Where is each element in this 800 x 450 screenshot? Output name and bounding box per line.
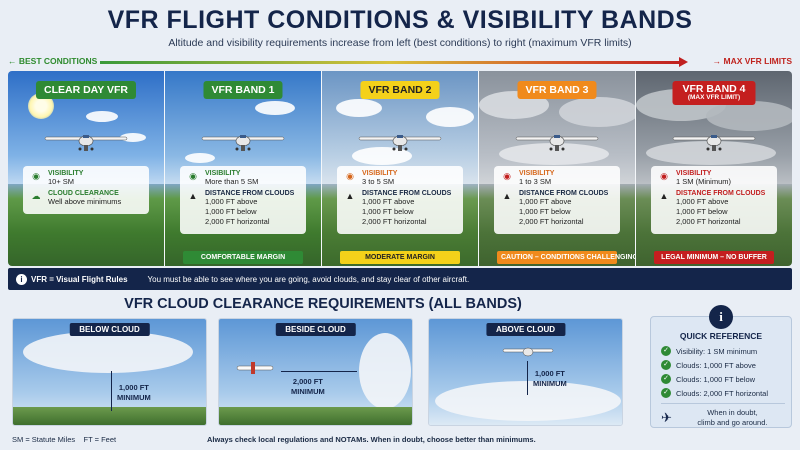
footer-note: Always check local regulations and NOTAM…: [207, 435, 536, 444]
panel-label: BELOW CLOUD: [69, 323, 150, 336]
airplane-icon: [201, 135, 285, 151]
cloud-icon: [352, 147, 412, 165]
band-sublabel: (MAX VFR LIMIT): [687, 94, 741, 102]
airplane-icon: [515, 135, 599, 151]
clearance-section-title: VFR CLOUD CLEARANCE REQUIREMENTS (ALL BA…: [124, 296, 522, 312]
panel-label: ABOVE CLOUD: [485, 323, 566, 336]
cloud-clearance-icon: ☁: [31, 191, 41, 201]
band-clear-day: CLEAR DAY VFR ◉ VISIBILITY 10+ SM ☁ CLOU…: [8, 71, 165, 266]
check-icon: ✓: [661, 360, 671, 370]
band-status-tag: COMFORTABLE MARGIN: [183, 251, 303, 264]
cloud-icon: [86, 111, 118, 122]
cloud-icon: [435, 381, 621, 421]
distance-label: 1,000 FT MINIMUM: [117, 383, 151, 402]
cloud-icon: [185, 153, 215, 163]
doubt-advice: ✈ When in doubt, climb and go around.: [661, 403, 785, 428]
band-label: VFR BAND 4 (MAX VFR LIMIT): [672, 81, 756, 105]
conditions-scale: ← BEST CONDITIONS → MAX VFR LIMITS: [8, 56, 792, 68]
band-info-card: ◉ VISIBILITY 10+ SM ☁ CLOUD CLEARANCE We…: [23, 166, 149, 214]
distance-arrow: [111, 371, 112, 411]
units-legend: SM = Statute Miles FT = Feet: [12, 435, 117, 444]
band-label: VFR BAND 1: [203, 81, 283, 99]
cloud-icon: [23, 331, 193, 373]
airplane-icon: [236, 362, 274, 374]
quick-reference: i QUICK REFERENCE ✓Visibility: 1 SM mini…: [650, 305, 792, 428]
vfr-definition: VFR = Visual Flight Rules: [31, 274, 128, 284]
visibility-value: 3 to 5 SM: [362, 177, 395, 186]
panel-below-cloud: BELOW CLOUD 1,000 FT MINIMUM: [12, 318, 207, 426]
check-icon: ✓: [661, 346, 671, 356]
band-vfr-2: VFR BAND 2 ◉ VISIBILITY 3 to 5 SM ▲ DIST…: [322, 71, 479, 266]
info-icon: i: [16, 273, 27, 285]
list-item: ✓Clouds: 1,000 FT above: [661, 360, 768, 370]
visibility-value: More than 5 SM: [205, 177, 259, 186]
band-info-card: ◉ VISIBILITY 3 to 5 SM ▲ DISTANCE FROM C…: [337, 166, 463, 234]
list-item: ✓Clouds: 1,000 FT below: [661, 374, 768, 384]
list-item: ✓Clouds: 2,000 FT horizontal: [661, 388, 768, 398]
band-status-tag: LEGAL MINIMUM – NO BUFFER: [654, 251, 774, 264]
visibility-value: 10+ SM: [48, 177, 75, 186]
cloud-distance-icon: ▲: [502, 191, 512, 201]
visibility-value: 1 to 3 SM: [519, 177, 552, 186]
band-label: CLEAR DAY VFR: [35, 81, 137, 99]
airplane-icon: [358, 135, 442, 151]
distance-arrow: [527, 361, 528, 395]
airplane-icon: [502, 347, 554, 357]
cloud-icon: [359, 333, 411, 409]
quick-reference-list: ✓Visibility: 1 SM minimum ✓Clouds: 1,000…: [661, 346, 768, 402]
distance-label: 1,000 FT MINIMUM: [533, 369, 567, 388]
panel-label: BESIDE CLOUD: [275, 323, 356, 336]
panel-above-cloud: ABOVE CLOUD 1,000 FT MINIMUM: [428, 318, 623, 426]
cloud-icon: [426, 107, 474, 127]
check-icon: ✓: [661, 388, 671, 398]
airplane-icon: [44, 135, 128, 151]
eye-icon: ◉: [32, 171, 40, 181]
vfr-explanation: You must be able to see where you are go…: [147, 274, 470, 284]
best-conditions-label: ← BEST CONDITIONS: [8, 56, 98, 66]
quick-reference-title: QUICK REFERENCE: [679, 331, 763, 341]
band-label: VFR BAND 2: [360, 81, 440, 99]
vfr-definition-strip: i VFR = Visual Flight Rules You must be a…: [8, 268, 792, 290]
scale-gradient-bar: [100, 61, 680, 64]
band-info-card: ◉ VISIBILITY 1 to 3 SM ▲ DISTANCE FROM C…: [494, 166, 620, 234]
band-vfr-3: VFR BAND 3 ◉ VISIBILITY 1 to 3 SM ▲ DIST…: [479, 71, 636, 266]
clearance-value: Well above minimums: [48, 197, 122, 206]
band-status-tag: CAUTION – CONDITIONS CHALLENGING: [497, 251, 635, 264]
band-info-card: ◉ VISIBILITY More than 5 SM ▲ DISTANCE F…: [180, 166, 306, 234]
eye-icon: ◉: [660, 171, 668, 181]
eye-icon: ◉: [189, 171, 197, 181]
band-vfr-4: VFR BAND 4 (MAX VFR LIMIT) ◉ VISIBILITY …: [636, 71, 792, 266]
cloud-icon: [499, 143, 609, 165]
cloud-icon: [706, 101, 792, 131]
distance-label: 2,000 FT MINIMUM: [291, 377, 325, 396]
band-vfr-1: VFR BAND 1 ◉ VISIBILITY More than 5 SM ▲…: [165, 71, 322, 266]
band-label: VFR BAND 3: [517, 81, 597, 99]
info-icon: i: [709, 305, 733, 329]
eye-icon: ◉: [346, 171, 354, 181]
cloud-distance-icon: ▲: [659, 191, 669, 201]
arrow-right-icon: [679, 57, 688, 67]
page-subtitle: Altitude and visibility requirements inc…: [168, 37, 632, 49]
cloud-distance-icon: ▲: [345, 191, 355, 201]
page-title: VFR FLIGHT CONDITIONS & VISIBILITY BANDS: [107, 6, 693, 34]
check-icon: ✓: [661, 374, 671, 384]
band-status-tag: MODERATE MARGIN: [340, 251, 460, 264]
cloud-icon: [336, 99, 382, 117]
visibility-bands: CLEAR DAY VFR ◉ VISIBILITY 10+ SM ☁ CLOU…: [8, 71, 792, 266]
panel-beside-cloud: BESIDE CLOUD 2,000 FT MINIMUM: [218, 318, 413, 426]
cloud-icon: [255, 101, 295, 115]
list-item: ✓Visibility: 1 SM minimum: [661, 346, 768, 356]
cloud-icon: [120, 133, 146, 142]
cloud-icon: [559, 97, 635, 127]
visibility-value: 1 SM (Minimum): [676, 177, 732, 186]
max-limits-label: → MAX VFR LIMITS: [712, 56, 792, 66]
eye-icon: ◉: [503, 171, 511, 181]
airplane-icon: [672, 135, 756, 151]
band-info-card: ◉ VISIBILITY 1 SM (Minimum) ▲ DISTANCE F…: [651, 166, 777, 234]
cloud-distance-icon: ▲: [188, 191, 198, 201]
distance-arrow: [281, 371, 357, 372]
airplane-icon: ✈: [661, 410, 672, 425]
